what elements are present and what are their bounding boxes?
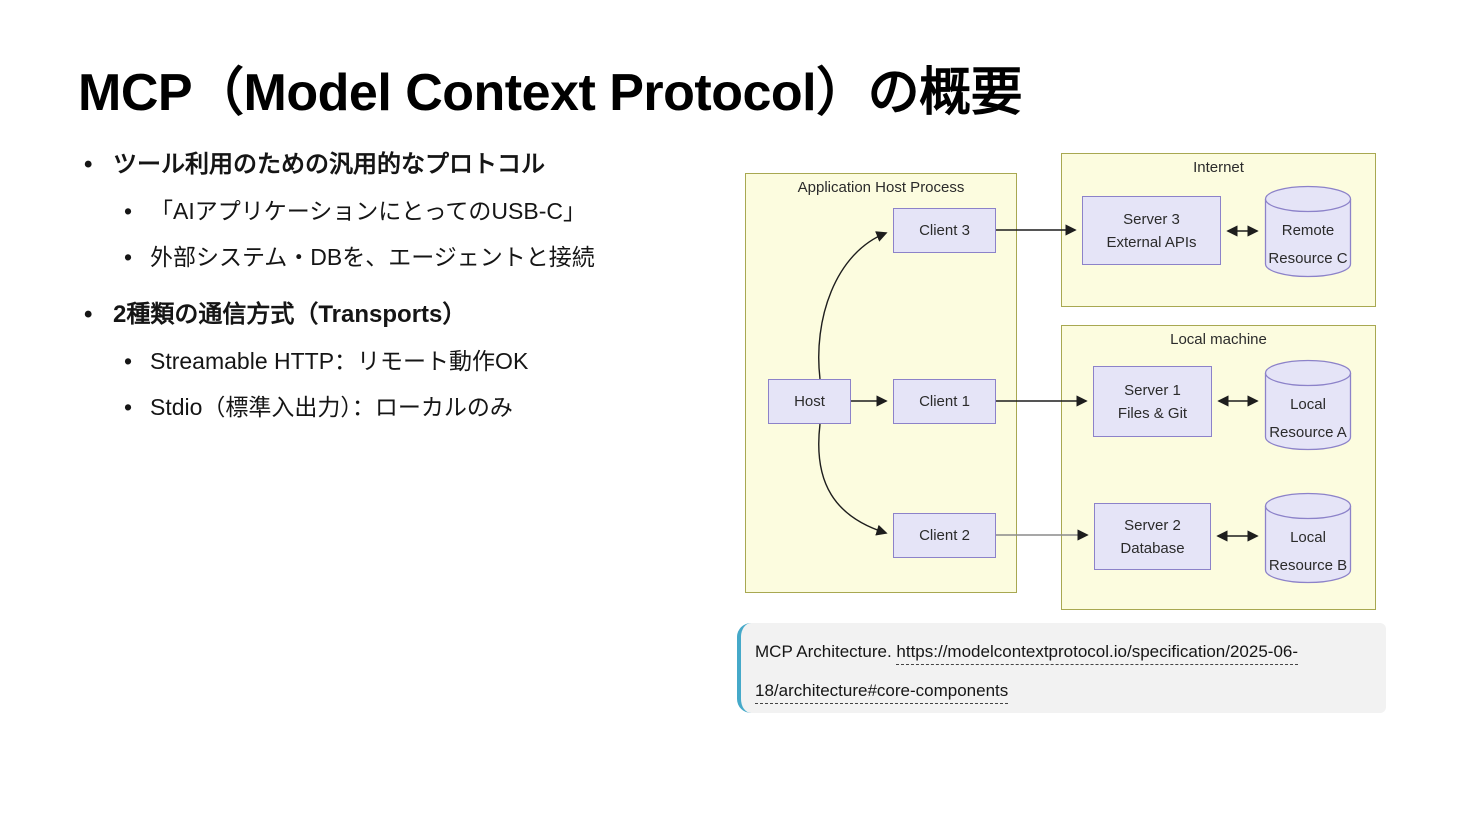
database-cylinder-icon — [1264, 492, 1352, 584]
node-server3: Server 3 External APIs — [1082, 196, 1221, 265]
citation-box: MCP Architecture. https://modelcontextpr… — [737, 623, 1386, 713]
node-server1-name: Server 1 — [1124, 381, 1181, 399]
node-host: Host — [768, 379, 851, 424]
bullet-l2-streamable-http: Streamable HTTP：リモート動作OK — [80, 346, 725, 376]
resource-c-label: Remote Resource C — [1268, 222, 1348, 267]
node-local-resource-b: Local Resource B — [1264, 492, 1352, 584]
bullet-l1-protocol: ツール利用のための汎用的なプロトコル — [80, 150, 725, 180]
citation-prefix: MCP Architecture. — [755, 642, 897, 661]
node-local-resource-a: Local Resource A — [1264, 359, 1352, 451]
group-label-local-machine: Local machine — [1170, 331, 1267, 348]
node-server1-desc: Files & Git — [1117, 404, 1188, 422]
group-label-application-host-process: Application Host Process — [797, 179, 965, 196]
citation-text: MCP Architecture. https://modelcontextpr… — [755, 632, 1366, 710]
citation-link[interactable]: 18/architecture#core-components — [755, 681, 1009, 704]
citation-link[interactable]: https://modelcontextprotocol.io/specific… — [896, 642, 1299, 665]
node-client1: Client 1 — [893, 379, 996, 424]
node-server1: Server 1 Files & Git — [1093, 366, 1212, 437]
database-cylinder-icon — [1264, 359, 1352, 451]
page-title: MCP（Model Context Protocol）の概要 — [78, 64, 1023, 122]
bullet-l1-transports: 2種類の通信方式（Transports） — [80, 300, 725, 330]
database-cylinder-icon — [1264, 185, 1352, 278]
bullet-l2-stdio: Stdio（標準入出力）：ローカルのみ — [80, 392, 725, 422]
node-server3-desc: External APIs — [1106, 233, 1197, 251]
node-server2: Server 2 Database — [1094, 503, 1211, 570]
node-remote-resource-c: Remote Resource C — [1264, 185, 1352, 278]
bullet-list: ツール利用のための汎用的なプロトコル 「AIアプリケーションにとってのUSB-C… — [80, 150, 725, 438]
bullet-l2-usbc: 「AIアプリケーションにとってのUSB-C」 — [80, 196, 725, 226]
node-client3: Client 3 — [893, 208, 996, 253]
node-server3-name: Server 3 — [1123, 210, 1180, 228]
group-label-internet: Internet — [1193, 159, 1244, 176]
node-server2-name: Server 2 — [1124, 516, 1181, 534]
resource-b-label: Local Resource B — [1268, 529, 1348, 574]
resource-a-label: Local Resource A — [1269, 396, 1347, 441]
bullet-l2-external-systems: 外部システム・DBを、エージェントと接続 — [80, 242, 725, 272]
mcp-architecture-diagram: Application Host Process Internet Local … — [737, 145, 1392, 615]
node-server2-desc: Database — [1120, 539, 1185, 557]
node-client2: Client 2 — [893, 513, 996, 558]
